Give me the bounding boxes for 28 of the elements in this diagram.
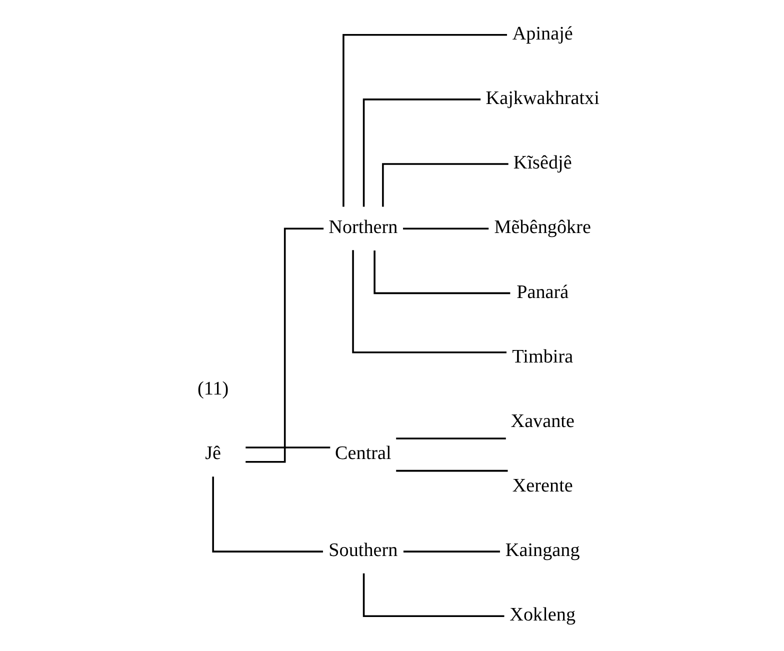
connector bbox=[402, 228, 488, 230]
node-text: Xavante bbox=[510, 410, 574, 432]
node-text: Xokleng bbox=[509, 604, 576, 626]
connector bbox=[212, 476, 322, 552]
connector bbox=[373, 250, 510, 294]
node-text: Southern bbox=[328, 540, 398, 562]
connector bbox=[245, 228, 324, 463]
connector bbox=[362, 98, 480, 207]
node-text: Central bbox=[334, 443, 391, 464]
connector bbox=[245, 446, 330, 448]
label: (11) bbox=[197, 378, 228, 400]
node-text: Panará bbox=[516, 282, 568, 303]
node-text: Northern bbox=[328, 217, 398, 238]
node-text: Kaingang bbox=[504, 540, 580, 562]
node-text: Apinajé bbox=[512, 23, 572, 44]
node-text: Xerente bbox=[512, 476, 572, 497]
connector bbox=[362, 573, 504, 618]
connector bbox=[402, 550, 500, 552]
node-text: Jê bbox=[204, 443, 221, 464]
connector bbox=[352, 250, 506, 354]
connector bbox=[396, 470, 508, 472]
node-text: Kajkwakhratxi bbox=[485, 88, 599, 109]
node-text: Kĩsêdjê bbox=[512, 152, 572, 174]
node-text: Timbira bbox=[512, 346, 573, 368]
node-text: Mẽbêngôkre bbox=[494, 217, 590, 238]
connector bbox=[396, 438, 506, 440]
connector bbox=[382, 163, 508, 207]
connector bbox=[342, 34, 506, 207]
